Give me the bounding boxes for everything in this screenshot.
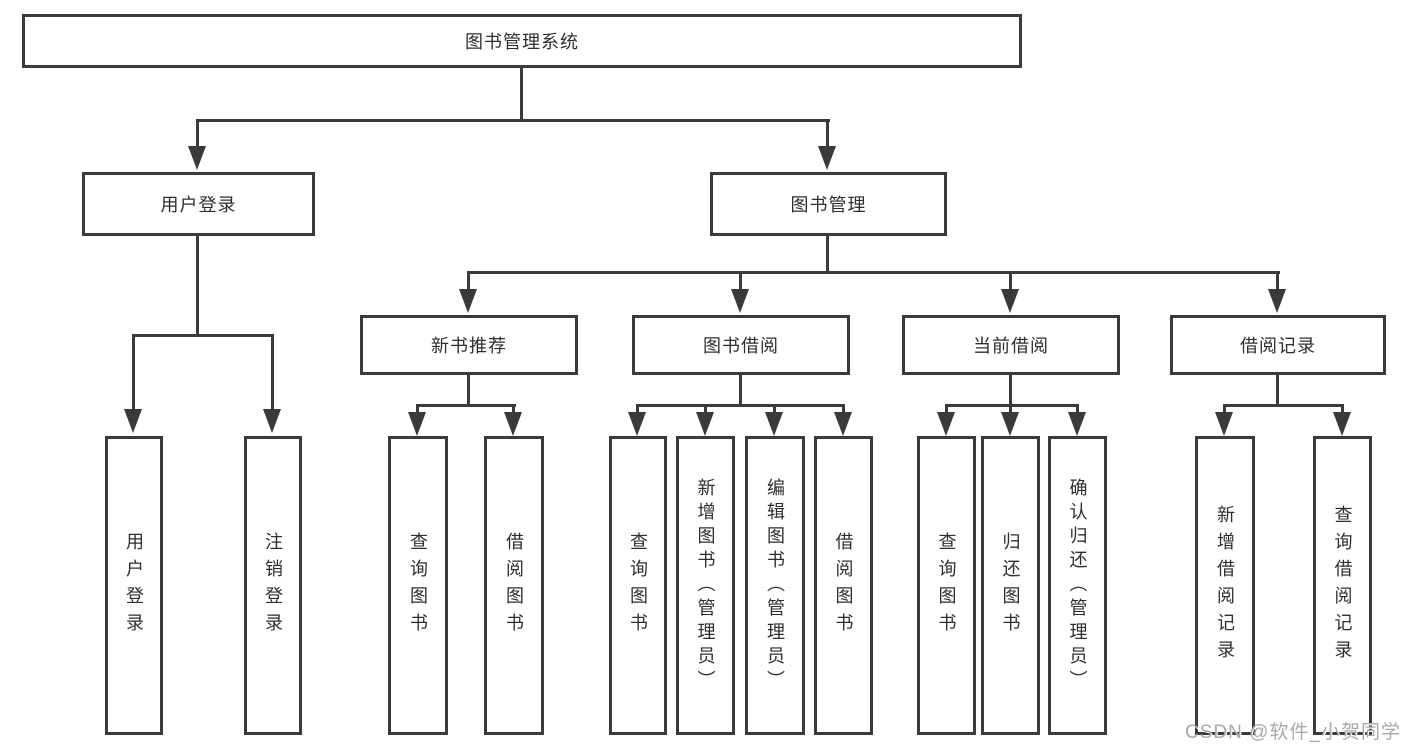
arrow-down-icon bbox=[408, 412, 426, 436]
node-logout-login: 注销登录 bbox=[244, 436, 302, 735]
node-user-login: 用户登录 bbox=[82, 172, 315, 236]
connector-user-login-stem bbox=[196, 236, 199, 336]
connector-group4-stem bbox=[1276, 375, 1279, 407]
node-label: 新书推荐 bbox=[431, 336, 507, 356]
node-label: 查询图书 bbox=[628, 531, 648, 640]
node-label: 借阅记录 bbox=[1240, 336, 1316, 356]
connector-drop-book-management bbox=[826, 119, 829, 148]
connector-drop-leaf bbox=[1341, 404, 1344, 414]
node-borrow-books-leaf: 借阅图书 bbox=[814, 436, 873, 735]
node-book-management: 图书管理 bbox=[710, 172, 947, 236]
connector-drop-borrow-records bbox=[1276, 271, 1279, 289]
connector-drop-new-book-recommend bbox=[467, 271, 470, 289]
connector-drop-current-borrow bbox=[1009, 271, 1012, 289]
connector-drop-user-login-leaf bbox=[132, 334, 135, 410]
arrow-down-icon bbox=[1268, 289, 1286, 313]
node-label: 图书管理 bbox=[790, 195, 867, 215]
node-label: 图书管理系统 bbox=[465, 32, 579, 52]
node-label: 新增借阅记录 bbox=[1215, 504, 1235, 667]
connector-group2-stem bbox=[739, 375, 742, 407]
node-label: 注销登录 bbox=[263, 531, 283, 640]
connector-root-stem bbox=[520, 68, 523, 122]
connector-drop-leaf bbox=[512, 404, 515, 414]
connector-drop-leaf bbox=[636, 404, 639, 414]
connector-group1-bar bbox=[416, 404, 516, 407]
csdn-watermark: CSDN @软件_小贺同学 bbox=[1185, 722, 1401, 743]
connector-drop-leaf bbox=[704, 404, 707, 414]
connector-drop-leaf bbox=[1076, 404, 1079, 414]
node-return-book: 归还图书 bbox=[981, 436, 1040, 735]
arrow-down-icon bbox=[818, 146, 836, 170]
node-label: 查询图书 bbox=[936, 531, 957, 640]
connector-drop-leaf bbox=[416, 404, 419, 414]
node-query-books-current: 查询图书 bbox=[917, 436, 976, 735]
connector-level1-bar bbox=[196, 119, 830, 122]
arrow-down-icon bbox=[263, 409, 281, 433]
connector-group2-bar bbox=[636, 404, 845, 407]
node-add-book-admin: 新增图书（管理员） bbox=[676, 436, 735, 735]
connector-user-login-bar bbox=[132, 334, 273, 337]
connector-book-management-stem bbox=[826, 236, 829, 274]
arrow-down-icon bbox=[1001, 412, 1019, 436]
arrow-down-icon bbox=[459, 289, 477, 313]
node-label: 新增图书（管理员） bbox=[695, 477, 716, 694]
node-new-book-recommend: 新书推荐 bbox=[360, 315, 578, 375]
arrow-down-icon bbox=[1068, 412, 1086, 436]
connector-level3-bar bbox=[467, 271, 1280, 274]
node-label: 图书借阅 bbox=[703, 336, 779, 356]
connector-drop-leaf bbox=[1223, 404, 1226, 414]
node-user-login-leaf: 用户登录 bbox=[105, 436, 163, 735]
node-edit-book-admin: 编辑图书（管理员） bbox=[745, 436, 805, 735]
node-current-borrow: 当前借阅 bbox=[902, 315, 1120, 375]
connector-drop-book-borrow bbox=[739, 271, 742, 289]
node-label: 查询图书 bbox=[408, 531, 428, 640]
node-label: 编辑图书（管理员） bbox=[765, 477, 785, 694]
connector-drop-logout bbox=[271, 334, 274, 410]
arrow-down-icon bbox=[731, 289, 749, 313]
node-label: 用户登录 bbox=[124, 531, 144, 640]
node-label: 用户登录 bbox=[160, 195, 237, 215]
arrow-down-icon bbox=[124, 409, 142, 433]
connector-drop-leaf bbox=[773, 404, 776, 414]
arrow-down-icon bbox=[628, 412, 646, 436]
node-query-borrow-record: 查询借阅记录 bbox=[1313, 436, 1372, 735]
connector-group4-bar bbox=[1223, 404, 1344, 407]
arrow-down-icon bbox=[834, 412, 852, 436]
connector-group1-stem bbox=[467, 375, 470, 407]
connector-group3-stem bbox=[1009, 375, 1012, 407]
arrow-down-icon bbox=[188, 146, 206, 170]
node-library-management-system: 图书管理系统 bbox=[22, 14, 1022, 68]
node-label: 确认归还（管理员） bbox=[1067, 477, 1088, 694]
node-query-books-borrow: 查询图书 bbox=[609, 436, 667, 735]
node-label: 归还图书 bbox=[1000, 531, 1021, 640]
arrow-down-icon bbox=[937, 412, 955, 436]
node-add-borrow-record: 新增借阅记录 bbox=[1195, 436, 1255, 735]
node-confirm-return-admin: 确认归还（管理员） bbox=[1048, 436, 1107, 735]
node-label: 查询借阅记录 bbox=[1332, 504, 1353, 667]
node-label: 当前借阅 bbox=[973, 336, 1049, 356]
node-label: 借阅图书 bbox=[833, 531, 854, 640]
node-label: 借阅图书 bbox=[504, 531, 524, 640]
arrow-down-icon bbox=[1215, 412, 1233, 436]
connector-drop-leaf bbox=[945, 404, 948, 414]
arrow-down-icon bbox=[1001, 289, 1019, 313]
arrow-down-icon bbox=[696, 412, 714, 436]
node-borrow-books-recommend: 借阅图书 bbox=[484, 436, 544, 735]
arrow-down-icon bbox=[1333, 412, 1351, 436]
connector-group3-bar bbox=[945, 404, 1079, 407]
node-query-books-recommend: 查询图书 bbox=[388, 436, 448, 735]
connector-drop-leaf bbox=[1009, 404, 1012, 414]
node-borrow-records: 借阅记录 bbox=[1170, 315, 1386, 375]
connector-drop-user-login bbox=[196, 119, 199, 148]
connector-drop-leaf bbox=[842, 404, 845, 414]
arrow-down-icon bbox=[504, 412, 522, 436]
node-book-borrow: 图书借阅 bbox=[632, 315, 850, 375]
arrow-down-icon bbox=[765, 412, 783, 436]
